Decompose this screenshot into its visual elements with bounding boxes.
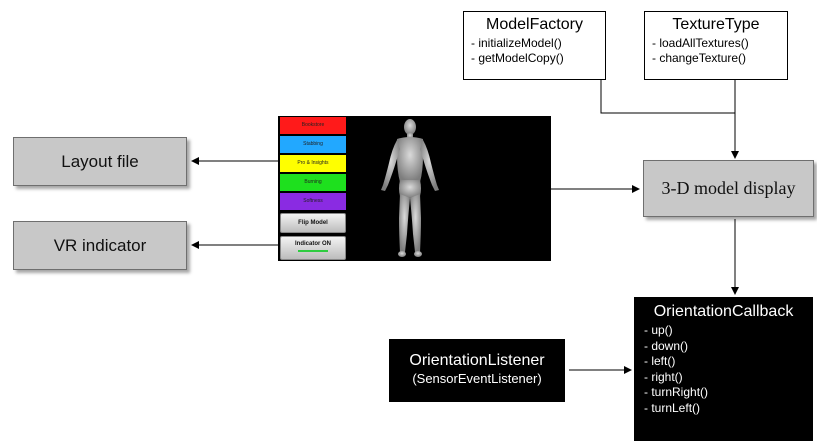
method-item: - right(): [644, 369, 683, 384]
flip-model-button[interactable]: Flip Model: [280, 213, 346, 233]
vr-indicator-box: VR indicator: [13, 221, 187, 270]
method-item: - down(): [644, 338, 689, 353]
connector-model-factory: [600, 80, 735, 114]
model-display-label: 3-D model display: [661, 178, 796, 198]
orientation-listener-subtitle: (SensorEventListener): [412, 371, 542, 386]
orientation-callback-methods: - up() - down() - left() - right() - tur…: [634, 322, 813, 416]
method-item: - getModelCopy(): [471, 51, 564, 65]
model-display-box: 3-D model display: [643, 160, 814, 217]
phone-screenshot: Bookstore Stabbing Pro & Insights Burnin…: [278, 116, 551, 261]
orientation-listener-title: OrientationListener: [409, 352, 545, 369]
3d-human-model: [381, 119, 439, 257]
menu-button[interactable]: Pro & Insights: [280, 155, 346, 172]
texture-type-title: TextureType: [672, 16, 760, 33]
method-item: - left(): [644, 354, 676, 368]
method-item: - up(): [644, 323, 673, 337]
indicator-status-bar: [298, 250, 328, 252]
texture-type-methods: - loadAllTextures() - changeTexture(): [645, 35, 787, 66]
layout-file-box: Layout file: [13, 137, 187, 186]
orientation-listener-box: OrientationListener (SensorEventListener…: [389, 339, 565, 402]
texture-type-box: TextureType - loadAllTextures() - change…: [644, 11, 788, 80]
method-item: - changeTexture(): [652, 51, 747, 65]
menu-button[interactable]: Bookstore: [280, 117, 346, 134]
flip-model-label: Flip Model: [298, 220, 328, 226]
indicator-toggle-label: Indicator ON: [294, 241, 331, 247]
vr-indicator-label: VR indicator: [53, 235, 147, 255]
indicator-toggle-button[interactable]: Indicator ON: [280, 236, 346, 260]
method-item: - loadAllTextures(): [652, 36, 749, 50]
orientation-callback-box: OrientationCallback - up() - down() - le…: [634, 297, 813, 441]
model-factory-methods: - initializeModel() - getModelCopy(): [464, 35, 605, 66]
model-factory-title: ModelFactory: [486, 16, 583, 33]
menu-button[interactable]: Burning: [280, 174, 346, 191]
method-item: - turnRight(): [644, 385, 709, 399]
orientation-callback-title: OrientationCallback: [653, 303, 794, 320]
method-item: - turnLeft(): [644, 400, 701, 415]
menu-button[interactable]: Softness: [280, 193, 346, 210]
layout-file-label: Layout file: [61, 151, 139, 171]
menu-button[interactable]: Stabbing: [280, 136, 346, 153]
method-item: - initializeModel(): [471, 36, 562, 50]
model-factory-box: ModelFactory - initializeModel() - getMo…: [463, 11, 606, 80]
